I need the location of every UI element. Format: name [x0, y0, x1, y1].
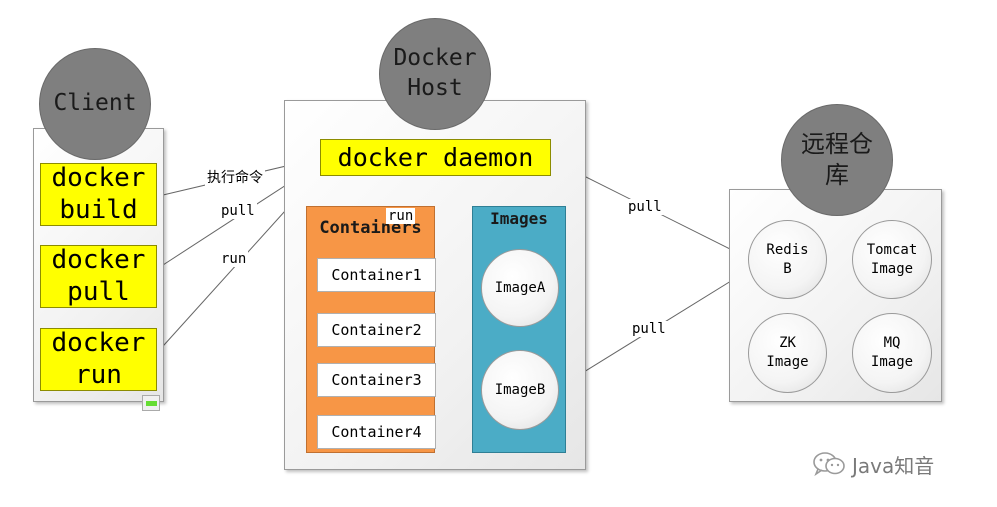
watermark-text: Java知音	[852, 453, 935, 478]
registry-tomcat: Tomcat Image	[852, 220, 932, 299]
label-exec: 执行命令	[205, 167, 265, 187]
image-b: ImageB	[481, 350, 559, 430]
docker-run-command: docker run	[40, 328, 157, 391]
images-title: Images	[490, 209, 548, 228]
docker-pull-command: docker pull	[40, 245, 157, 308]
container-1: Container1	[317, 258, 436, 292]
registry-redis: Redis B	[748, 220, 827, 299]
label-pull-client: pull	[219, 203, 257, 219]
watermark: Java知音	[812, 449, 982, 479]
image-a: ImageA	[481, 249, 559, 327]
registry-title: 远程仓 库	[781, 104, 893, 216]
images-panel: Images ImageA ImageB	[472, 206, 566, 453]
registry-mq: MQ Image	[852, 313, 932, 393]
wechat-icon	[813, 452, 845, 477]
container-4: Container4	[317, 415, 436, 449]
registry-zk: ZK Image	[748, 313, 827, 393]
docker-daemon: docker daemon	[320, 139, 551, 176]
label-run-client: run	[219, 251, 249, 267]
docker-host-title: Docker Host	[379, 18, 491, 130]
label-pull-registry: pull	[626, 199, 664, 215]
container-3: Container3	[317, 363, 436, 397]
docker-build-command: docker build	[40, 163, 157, 226]
resize-handle-icon	[142, 395, 160, 411]
container-2: Container2	[317, 313, 436, 347]
containers-panel: Containers Container1 Container2 Contain…	[306, 206, 436, 453]
label-pull-image: pull	[630, 321, 668, 337]
client-title: Client	[39, 48, 151, 160]
label-run-daemon: run	[386, 208, 416, 224]
